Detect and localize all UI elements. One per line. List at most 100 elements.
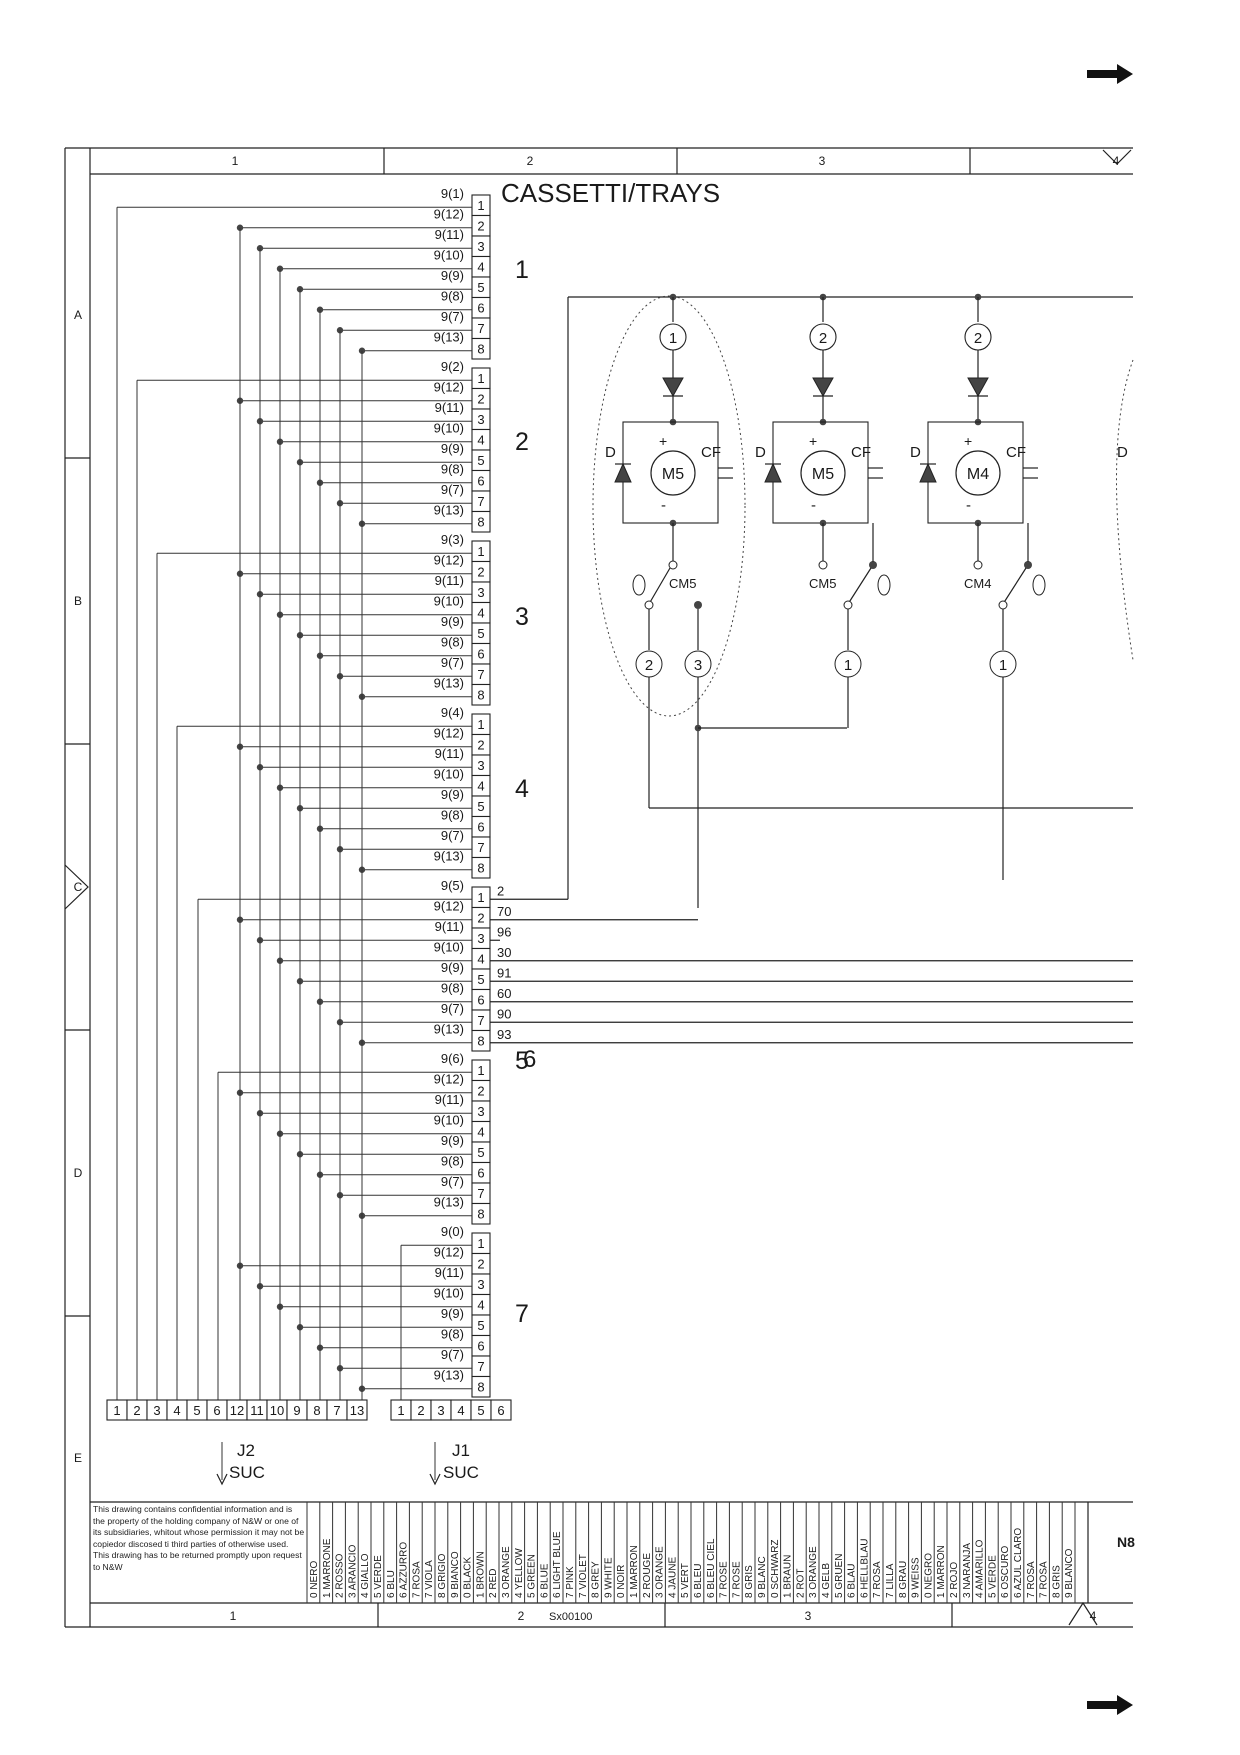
diode-icon xyxy=(614,462,632,483)
legend-entry: 1 MARRON xyxy=(629,1545,640,1598)
svg-text:1 MARRON: 1 MARRON xyxy=(936,1545,947,1598)
company-short: N8 xyxy=(1117,1534,1135,1550)
legend-entry: 4 AMARILLO xyxy=(975,1539,986,1598)
pin-number: 6 xyxy=(477,474,484,489)
pin-number: 1 xyxy=(477,890,484,905)
svg-text:CF: CF xyxy=(701,444,721,461)
column-label: 3 xyxy=(805,1609,812,1623)
svg-text:8 GRIS: 8 GRIS xyxy=(1051,1565,1062,1598)
svg-text:2 ROSSO: 2 ROSSO xyxy=(335,1553,346,1598)
svg-text:3: 3 xyxy=(694,657,702,674)
legend-entry: 2 ROT xyxy=(795,1569,806,1598)
pin-number: 5 xyxy=(477,972,484,987)
svg-text:9 BIANCO: 9 BIANCO xyxy=(450,1551,461,1598)
legend-entry: 8 GRIGIO xyxy=(437,1553,448,1598)
pin-number: 9 xyxy=(293,1403,300,1418)
wire-label: 9(12) xyxy=(434,726,464,741)
pin-number: 5 xyxy=(477,453,484,468)
wire-label: 9(8) xyxy=(441,289,464,304)
connector-pin-box xyxy=(471,683,491,706)
pin-number: 7 xyxy=(477,494,484,509)
legend-entry: 7 PINK xyxy=(565,1566,576,1598)
legend-entry: 2 ROUGE xyxy=(642,1553,653,1598)
tray-connector: 19(2)29(12)39(11)49(10)59(9)69(8)79(7)89… xyxy=(434,359,529,533)
svg-text:8 GRAU: 8 GRAU xyxy=(898,1561,909,1598)
column-label: 1 xyxy=(232,154,239,168)
drawing-code: Sx00100 xyxy=(549,1611,592,1623)
svg-text:7 ROSE: 7 ROSE xyxy=(719,1561,730,1598)
svg-text:1 MARRONE: 1 MARRONE xyxy=(322,1538,333,1598)
legend-entry: 5 VERT xyxy=(680,1563,691,1598)
legend-entry: 5 GRUEN xyxy=(834,1554,845,1598)
pin-number: 8 xyxy=(477,515,484,530)
svg-text:J2: J2 xyxy=(237,1441,255,1460)
pin-number: 1 xyxy=(477,544,484,559)
pin-number: 2 xyxy=(477,738,484,753)
svg-text:6 BLEU: 6 BLEU xyxy=(693,1564,704,1598)
pin-number: 3 xyxy=(477,412,484,427)
tray-number: 2 xyxy=(515,428,529,456)
pin-number: 4 xyxy=(477,1125,484,1140)
next-page-arrow-icon[interactable] xyxy=(1087,64,1133,84)
pin-number: 8 xyxy=(477,1380,484,1395)
svg-text:5 VERT: 5 VERT xyxy=(680,1563,691,1598)
pin-number: 7 xyxy=(477,1186,484,1201)
pin-number: 6 xyxy=(477,301,484,316)
wire-number: 91 xyxy=(497,965,511,980)
svg-text:9 WHITE: 9 WHITE xyxy=(603,1557,614,1598)
wire-label: 9(12) xyxy=(434,1072,464,1087)
callout-number: 2 xyxy=(974,330,982,347)
svg-text:D: D xyxy=(910,444,921,461)
svg-text:1 BROWN: 1 BROWN xyxy=(475,1551,486,1598)
tray-connector: 19(1)29(12)39(11)49(10)59(9)69(8)79(7)89… xyxy=(434,186,529,360)
legend-entry: 7 ROSE xyxy=(731,1561,742,1598)
svg-text:3 ORANGE: 3 ORANGE xyxy=(655,1546,666,1598)
svg-text:5 GREEN: 5 GREEN xyxy=(527,1554,538,1598)
motor-unit-partial: D xyxy=(1116,359,1134,661)
svg-text:8 GRIGIO: 8 GRIGIO xyxy=(437,1553,448,1598)
connector-pin-box xyxy=(471,856,491,879)
pin-number: 3 xyxy=(477,1104,484,1119)
tray-number: 1 xyxy=(515,256,529,284)
legend-entry: 6 OSCURO xyxy=(1000,1546,1011,1598)
legend-entry: 3 ARANCIO xyxy=(347,1544,358,1598)
legend-entry: 0 NEGRO xyxy=(923,1553,934,1598)
legend-entry: 8 GREY xyxy=(591,1561,602,1598)
legend-entry: 8 GRAU xyxy=(898,1561,909,1598)
pin-number: 1 xyxy=(113,1403,120,1418)
wire-label: 9(13) xyxy=(434,503,464,518)
diagram-title: CASSETTI/TRAYS xyxy=(501,178,720,208)
wire-label: 9(11) xyxy=(435,1265,464,1280)
column-label: 3 xyxy=(819,154,826,168)
legend-entry: 0 NERO xyxy=(309,1561,320,1598)
svg-text:9 BLANC: 9 BLANC xyxy=(757,1556,768,1598)
wire-label: 9(4) xyxy=(441,705,464,720)
pin-number: 2 xyxy=(477,911,484,926)
svg-text:2 ROT: 2 ROT xyxy=(795,1569,806,1598)
legend-entry: 4 YELLOW xyxy=(514,1548,525,1598)
svg-text:4 AMARILLO: 4 AMARILLO xyxy=(975,1539,986,1598)
svg-text:3 ORANGE: 3 ORANGE xyxy=(808,1546,819,1598)
diode-icon xyxy=(919,462,937,483)
tray-connector: 19(3)29(12)39(11)49(10)59(9)69(8)79(7)89… xyxy=(434,532,529,706)
pin-number: 3 xyxy=(477,1277,484,1292)
svg-text:9 WEISS: 9 WEISS xyxy=(911,1557,922,1598)
wire-label: 9(7) xyxy=(441,1174,464,1189)
pin-number: 5 xyxy=(477,1318,484,1333)
wire-label: 9(7) xyxy=(441,1001,464,1016)
wire-label: 9(8) xyxy=(441,981,464,996)
svg-text:7 ROSA: 7 ROSA xyxy=(872,1561,883,1598)
legend-entry: 1 MARRON xyxy=(936,1545,947,1598)
pin-number: 4 xyxy=(173,1403,180,1418)
connector-pin-box xyxy=(471,1029,491,1052)
wire-number: 60 xyxy=(497,986,511,1001)
pin-number: 1 xyxy=(477,717,484,732)
svg-text:4 JAUNE: 4 JAUNE xyxy=(667,1557,678,1598)
pin-number: 4 xyxy=(477,260,484,275)
legend-entry: 0 SCHWARZ xyxy=(770,1539,781,1598)
next-page-arrow-icon[interactable] xyxy=(1087,1695,1133,1715)
svg-text:6 OSCURO: 6 OSCURO xyxy=(1000,1546,1011,1598)
